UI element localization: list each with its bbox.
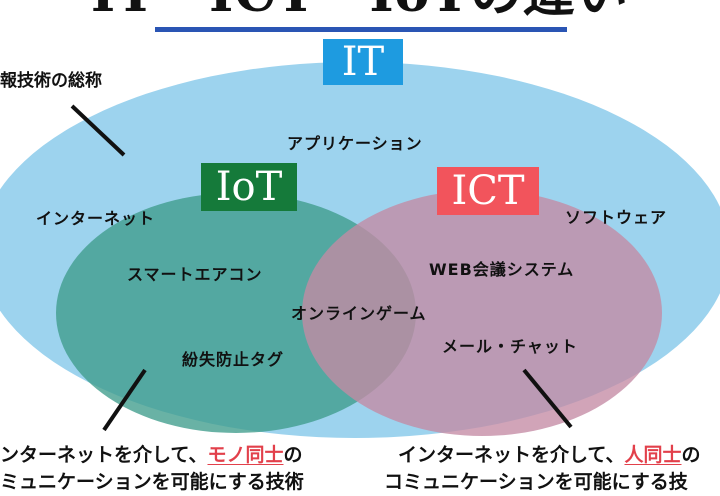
ict-item-mail-chat: メール・チャット bbox=[442, 337, 578, 356]
ict-badge: ICT bbox=[437, 167, 539, 215]
ict-description-line1: インターネットを介して、人同士の bbox=[398, 444, 701, 466]
title-underline bbox=[155, 27, 567, 32]
it-badge: IT bbox=[323, 39, 403, 85]
iot-description-line1: ンターネットを介して、モノ同士の bbox=[0, 444, 303, 466]
iot-item-smart-aircon: スマートエアコン bbox=[127, 265, 263, 284]
iot-description: ンターネットを介して、モノ同士の ミュニケーションを可能にする技術 bbox=[0, 442, 304, 496]
ict-highlight: 人同士 bbox=[624, 444, 682, 466]
overlap-item-online-game: オンラインゲーム bbox=[291, 304, 427, 323]
it-item-application: アプリケーション bbox=[287, 134, 423, 153]
ict-description: インターネットを介して、人同士の コミュニケーションを可能にする技 bbox=[384, 442, 701, 496]
it-pointer-line bbox=[70, 104, 126, 157]
it-item-software: ソフトウェア bbox=[565, 208, 668, 227]
venn-diagram bbox=[0, 62, 720, 438]
it-item-internet: インターネット bbox=[36, 209, 156, 228]
it-definition-note: 報技術の総称 bbox=[0, 71, 102, 91]
ict-item-web-meeting: WEB会議システム bbox=[429, 260, 575, 279]
ict-description-line2: コミュニケーションを可能にする技 bbox=[384, 471, 688, 493]
iot-description-line2: ミュニケーションを可能にする技術 bbox=[0, 471, 304, 493]
ict-pointer-line bbox=[522, 368, 573, 429]
ict-ellipse bbox=[302, 190, 662, 436]
iot-highlight: モノ同士 bbox=[207, 444, 284, 466]
page-title: IT・ICT・IoTの違い bbox=[0, 0, 720, 24]
iot-badge: IoT bbox=[201, 163, 297, 211]
iot-pointer-line bbox=[102, 368, 147, 432]
iot-item-lost-tag: 紛失防止タグ bbox=[182, 350, 285, 369]
